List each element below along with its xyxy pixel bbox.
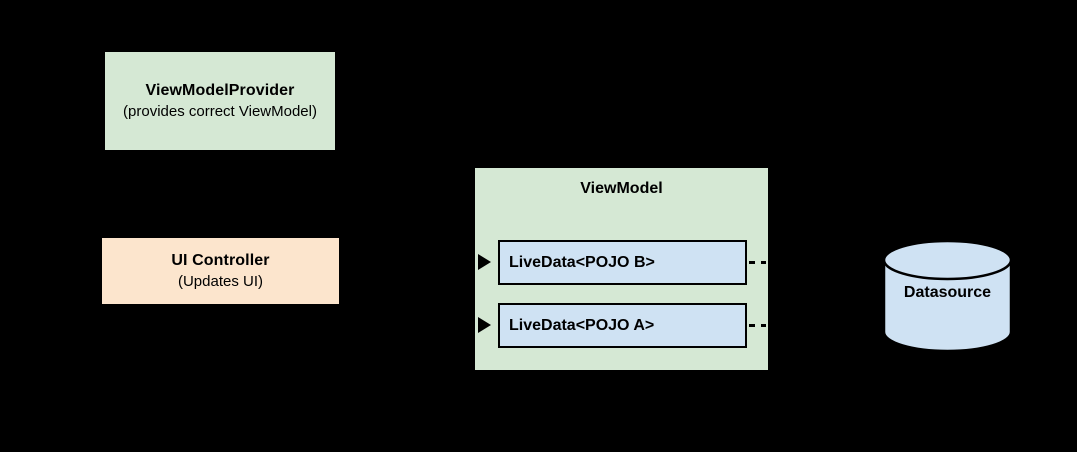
viewmodelprovider-title: ViewModelProvider bbox=[145, 81, 295, 99]
database-cylinder-icon bbox=[882, 240, 1013, 352]
arrow-right-icon-livedata-b bbox=[478, 254, 491, 270]
viewmodelprovider-subtitle: (provides correct ViewModel) bbox=[123, 102, 317, 120]
ui-controller-title: UI Controller bbox=[171, 251, 270, 269]
dashed-connector-livedata-b-segment-1 bbox=[749, 261, 755, 264]
node-livedata-pojo-b[interactable]: LiveData<POJO B> bbox=[498, 240, 747, 285]
datasource-label: Datasource bbox=[903, 284, 992, 301]
node-ui-controller[interactable]: UI Controller (Updates UI) bbox=[102, 238, 339, 304]
node-livedata-pojo-a[interactable]: LiveData<POJO A> bbox=[498, 303, 747, 348]
arrow-right-icon-livedata-a bbox=[478, 317, 491, 333]
ui-controller-subtitle: (Updates UI) bbox=[177, 272, 264, 290]
dashed-connector-livedata-b-segment-2 bbox=[761, 261, 766, 264]
node-datasource[interactable]: Datasource bbox=[882, 240, 1013, 352]
dashed-connector-livedata-a-segment-2 bbox=[761, 324, 766, 327]
viewmodel-title: ViewModel bbox=[580, 180, 663, 197]
dashed-connector-livedata-a-segment-1 bbox=[749, 324, 755, 327]
node-viewmodel[interactable]: ViewModel LiveData<POJO B> LiveData<POJO… bbox=[475, 168, 768, 370]
node-viewmodelprovider[interactable]: ViewModelProvider (provides correct View… bbox=[105, 52, 335, 150]
